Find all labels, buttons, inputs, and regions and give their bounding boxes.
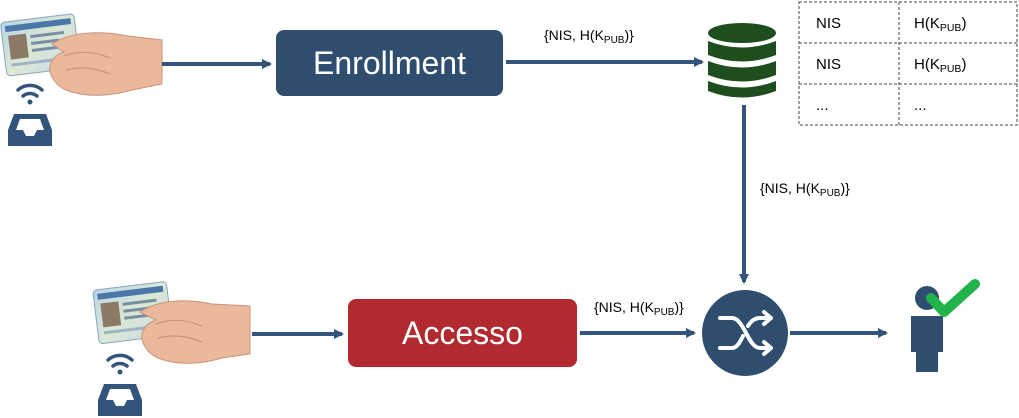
enrollment-label: Enrollment xyxy=(313,45,466,81)
edge-label-db-to-match: {NIS, H(KPUB)} xyxy=(760,180,850,199)
shuffle-icon xyxy=(702,290,788,376)
edge-label-access-to-match: {NIS, H(KPUB)} xyxy=(594,299,684,318)
card-reader-inbox-icon-top xyxy=(8,114,52,146)
table-cell-hash: H(KPUB) xyxy=(914,56,966,75)
hash-table: NIS H(KPUB) NIS H(KPUB) ... ... xyxy=(798,1,1018,126)
edge-label-prefix: {NIS, H(K xyxy=(544,27,605,43)
table-cell-ellipsis: ... xyxy=(914,97,927,114)
database-icon xyxy=(708,23,776,98)
edge-label-suffix: )} xyxy=(624,27,634,43)
id-card-hand-bottom xyxy=(92,281,251,364)
table-cell-ellipsis: ... xyxy=(816,97,829,114)
card-reader-inbox-icon-bottom xyxy=(98,384,142,416)
table-cell-hash: H(KPUB) xyxy=(914,15,966,34)
id-card-hand-top xyxy=(0,13,163,96)
checkmark-icon xyxy=(926,279,980,317)
accesso-node[interactable]: Accesso xyxy=(348,299,577,367)
wifi-icon-bottom xyxy=(106,353,134,375)
wifi-icon-top xyxy=(16,83,44,105)
table-cell-nis: NIS xyxy=(816,56,841,73)
edge-label-sub: PUB xyxy=(604,35,625,46)
table-cell-nis: NIS xyxy=(816,15,841,32)
enrollment-node[interactable]: Enrollment xyxy=(276,30,503,96)
edge-label-enroll-to-db: {NIS, H(KPUB)} xyxy=(544,27,634,46)
accesso-label: Accesso xyxy=(402,315,523,351)
